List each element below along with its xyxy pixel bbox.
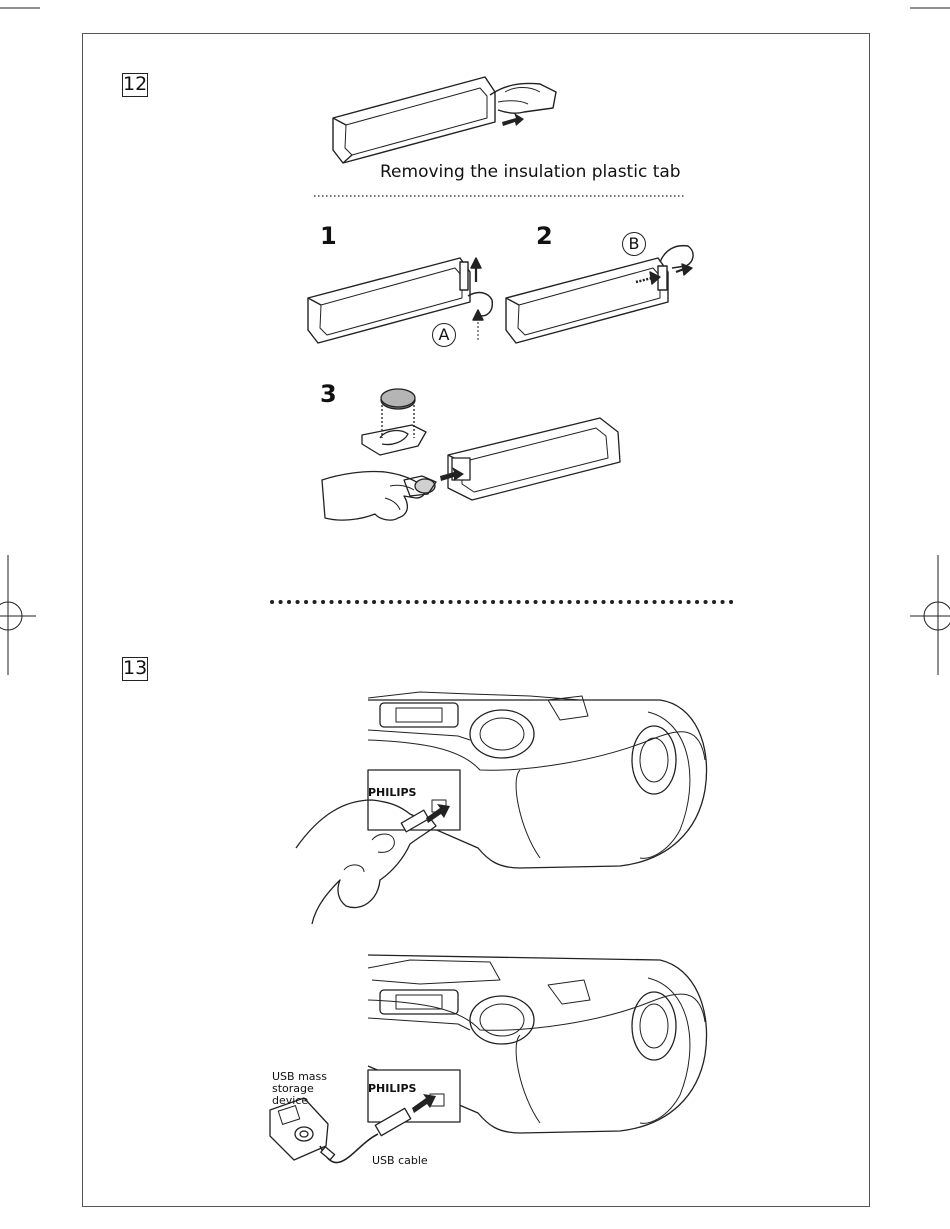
sub-step-3-label: 3 xyxy=(320,380,337,408)
remote-control-illustration-top xyxy=(332,76,557,164)
boombox-usb-flash-illustration xyxy=(295,691,708,925)
step-12-number: 12 xyxy=(122,73,148,97)
usb-cable-label: USB cable xyxy=(372,1154,428,1167)
sub-step-1-label: 1 xyxy=(320,222,337,250)
page-frame xyxy=(82,33,870,1207)
usb-device-label: USB mass storage device xyxy=(272,1070,327,1107)
remote-control-step-1 xyxy=(307,257,493,344)
marker-b: B xyxy=(622,232,646,256)
brand-logo-top: PHILIPS xyxy=(368,786,417,799)
remote-control-step-2 xyxy=(505,244,694,344)
dotted-divider-large xyxy=(270,600,734,604)
step-12-caption: Removing the insulation plastic tab xyxy=(380,162,681,182)
sub-step-2-label: 2 xyxy=(536,222,553,250)
step-13-number: 13 xyxy=(122,657,148,681)
marker-a: A xyxy=(432,323,456,347)
battery-replacement-illustration xyxy=(321,388,621,521)
brand-logo-bottom: PHILIPS xyxy=(368,1082,417,1095)
